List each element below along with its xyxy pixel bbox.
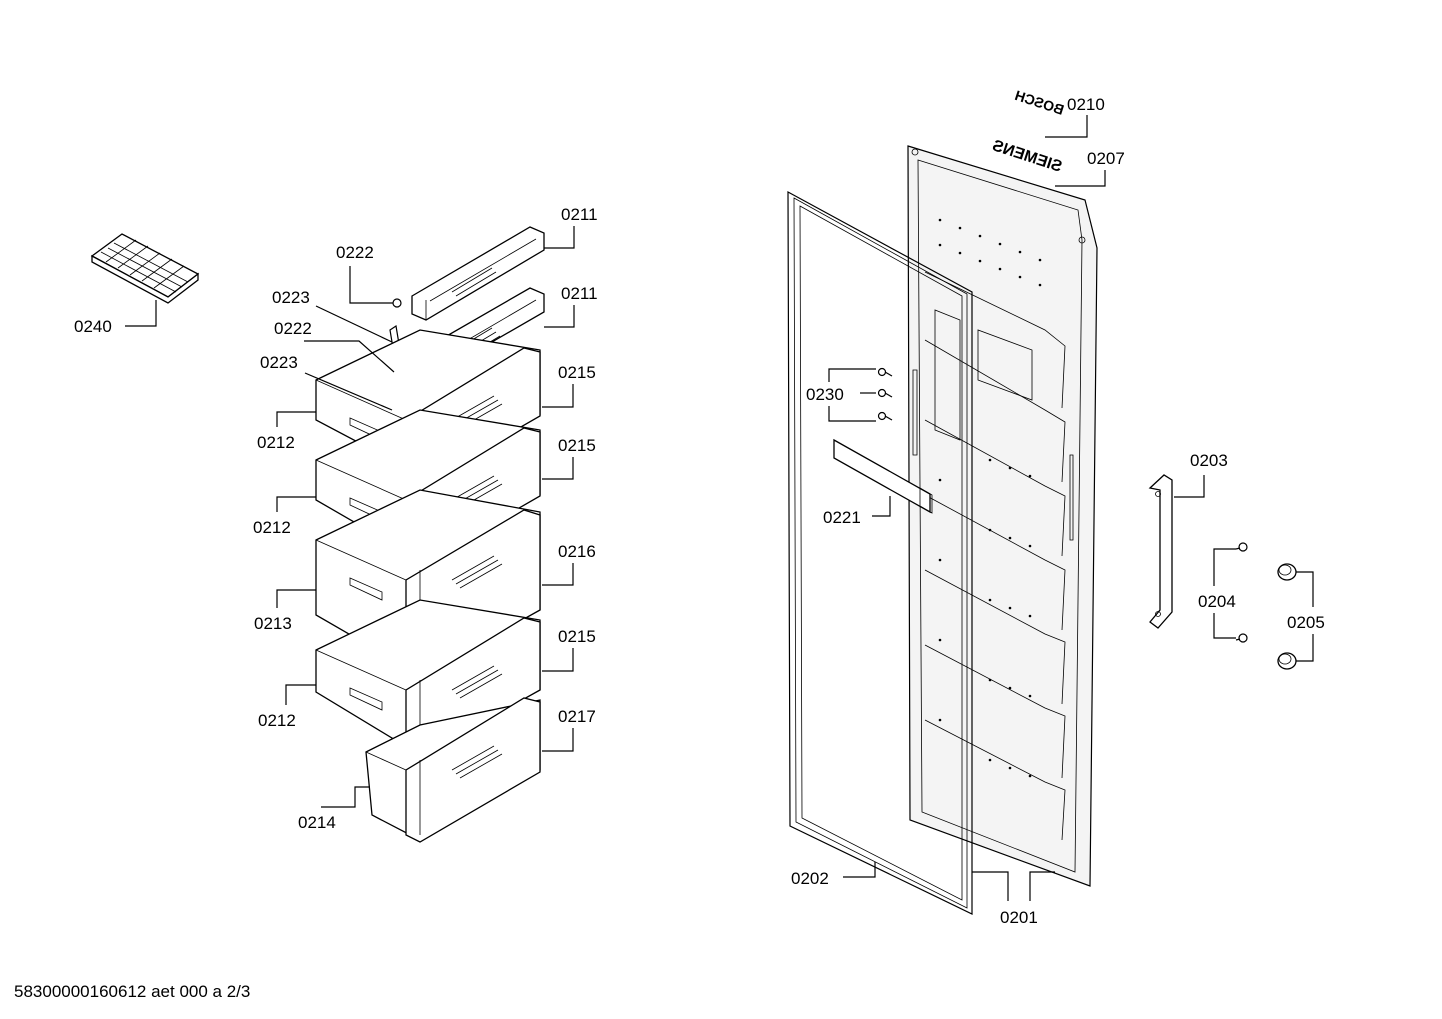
label-0217: 0217 [558,707,596,726]
label-0222-second: 0222 [274,319,312,338]
label-0221: 0221 [823,508,861,527]
label-0212-first: 0212 [257,433,295,452]
handle-strip-0221 [833,438,933,514]
screws-0230 [877,367,893,421]
handle-0203 [1148,474,1173,629]
leader-lines [125,115,1314,901]
label-0202: 0202 [791,869,829,888]
label-0203: 0203 [1190,451,1228,470]
label-0201: 0201 [1000,908,1038,927]
label-0207: 0207 [1087,149,1125,168]
label-0216: 0216 [558,542,596,561]
freezer-drawers [315,226,545,843]
label-0211-second: 0211 [561,284,598,303]
caps-0205 [1277,563,1297,670]
label-0230: 0230 [806,385,844,404]
label-0215-first: 0215 [558,363,596,382]
part-labels: 0210 0207 0211 0211 0222 0223 0222 0223 … [74,95,1325,927]
siemens-logo: SIEMENS [990,137,1064,176]
door-shelves [924,271,1066,841]
label-0222-top: 0222 [336,243,374,262]
drawer-5 [365,697,541,843]
label-0211-top: 0211 [561,205,598,224]
label-0215-third: 0215 [558,627,596,646]
label-0204: 0204 [1198,592,1236,611]
label-0240: 0240 [74,317,112,336]
label-0205: 0205 [1287,613,1325,632]
document-id: 58300000160612 aet 000 a 2/3 [14,982,251,1001]
flap-top [411,226,545,321]
ice-tray [90,233,200,304]
label-0223-top: 0223 [272,288,310,307]
label-0223-second: 0223 [260,353,298,372]
freezer-door [787,145,1098,915]
label-0213: 0213 [254,614,292,633]
screws-0204 [1235,542,1248,643]
door-liner-dots [938,218,1042,778]
label-0215-second: 0215 [558,436,596,455]
label-0212-second: 0212 [253,518,291,537]
label-0210: 0210 [1067,95,1105,114]
label-0214: 0214 [298,813,336,832]
label-0212-third: 0212 [258,711,296,730]
brand-badges: BOSCH SIEMENS [990,87,1066,176]
bosch-logo: BOSCH [1013,87,1066,118]
